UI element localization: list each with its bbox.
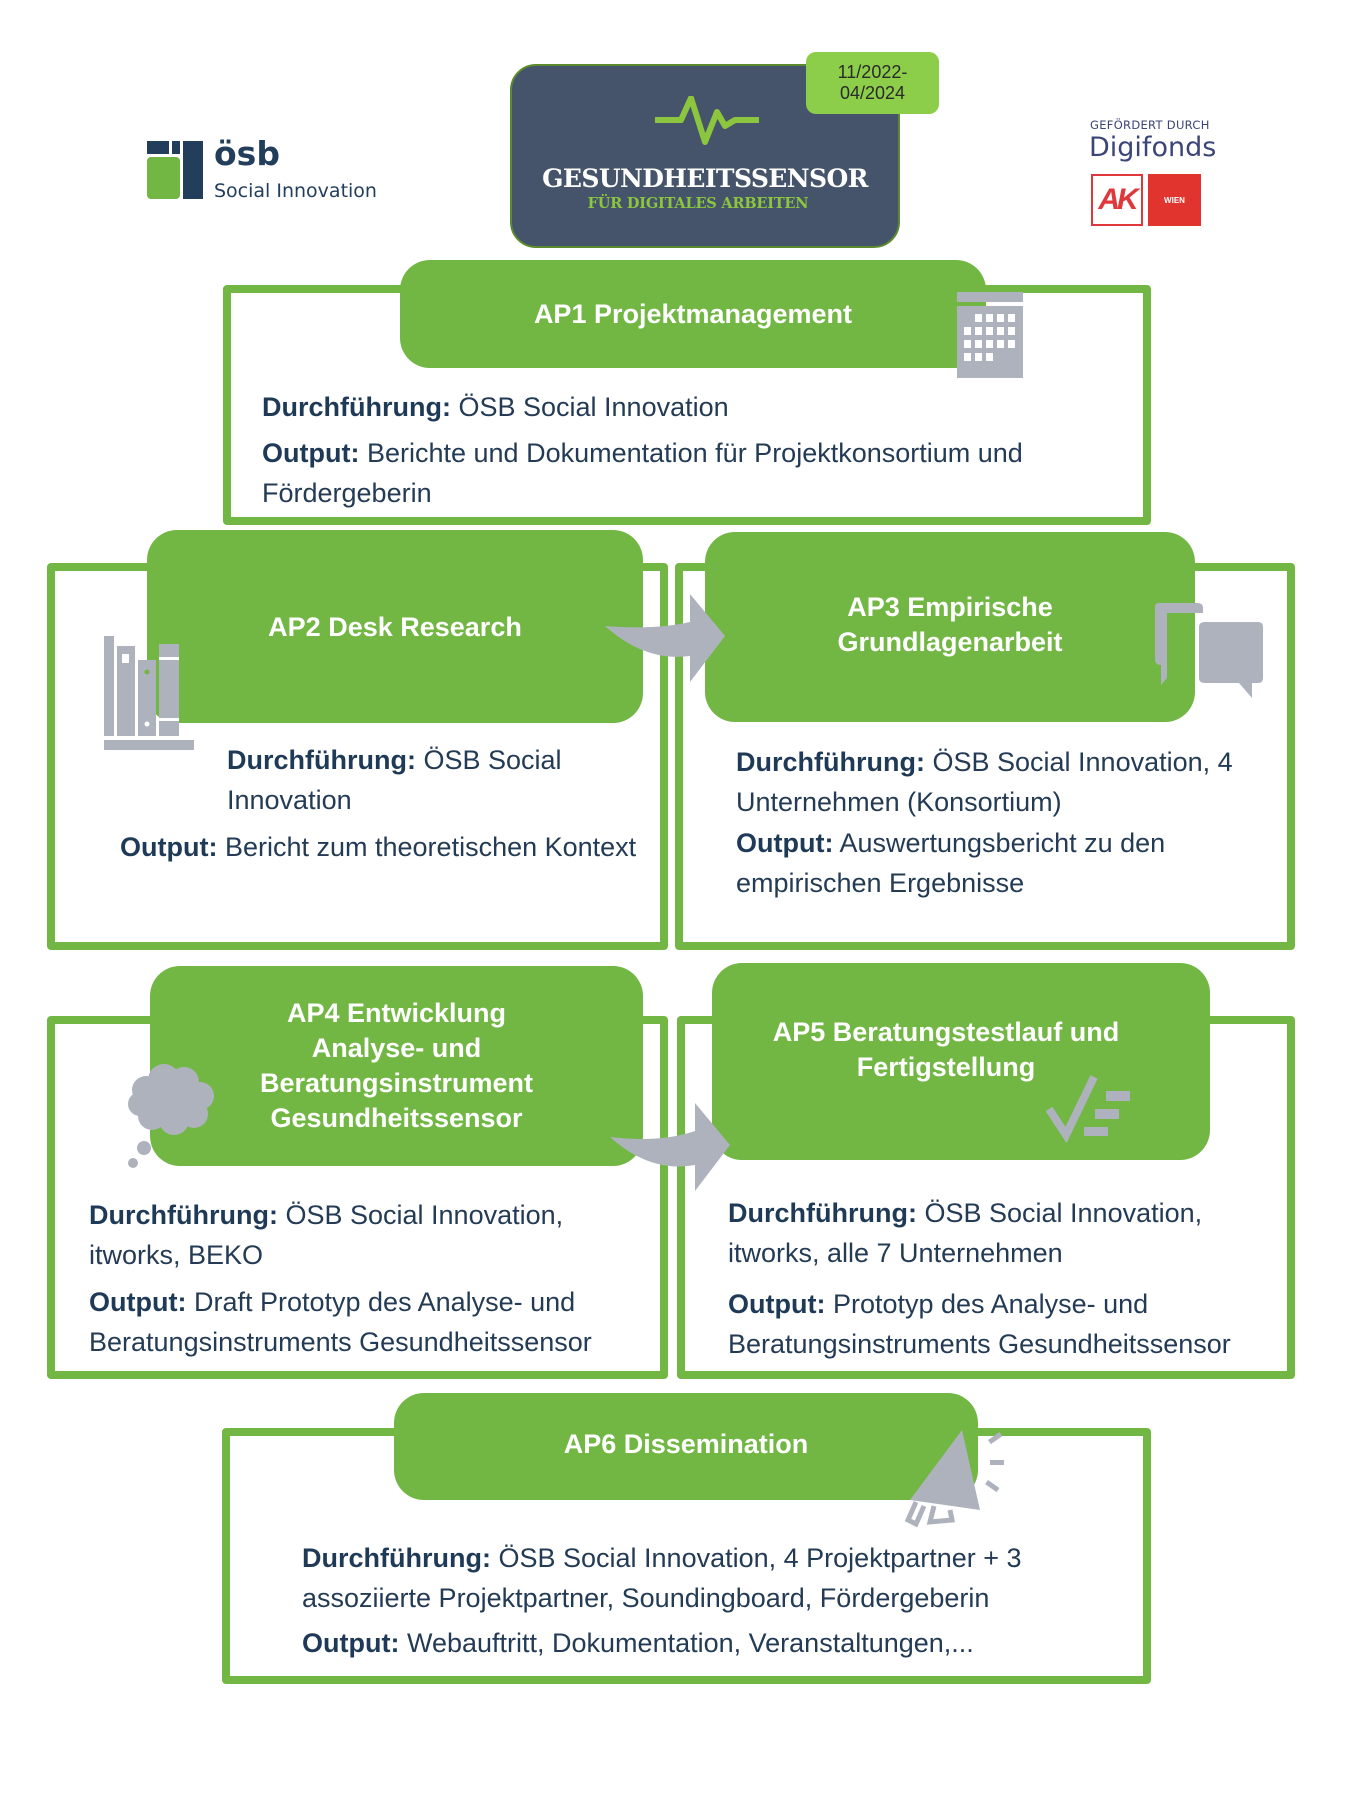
ap4-title-line3: Beratungsinstrument bbox=[259, 1068, 534, 1098]
ap1-output-label: Output: bbox=[262, 438, 360, 468]
ap2-durchfuehrung-value: ÖSB Social Innovation bbox=[227, 745, 562, 815]
ap1-durchfuehrung-label: Durchführung: bbox=[262, 392, 451, 422]
ap3-durchfuehrung-value: ÖSB Social Innovation, 4 Unternehmen (Ko… bbox=[736, 747, 1233, 817]
ap2-durchfuehrung-label: Durchführung: bbox=[227, 745, 416, 775]
wien-logo: WIEN bbox=[1148, 174, 1201, 226]
ap3-title-line2: Grundlagenarbeit bbox=[837, 627, 1063, 657]
ap2-output: Output: Bericht zum theoretischen Kontex… bbox=[120, 827, 640, 867]
ap1-durchfuehrung-value: ÖSB Social Innovation bbox=[458, 392, 729, 422]
chat-bubbles-icon bbox=[1155, 603, 1263, 698]
ap2-output-label: Output: bbox=[120, 832, 218, 862]
ap4-header: AP4 Entwicklung Analyse- und Beratungsin… bbox=[150, 966, 643, 1166]
ap6-header: AP6 Dissemination bbox=[394, 1393, 978, 1500]
checklist-icon bbox=[1046, 1075, 1130, 1143]
ap2-title: AP2 Desk Research bbox=[268, 612, 522, 642]
osb-logo-subtitle: Social Innovation bbox=[214, 180, 377, 202]
ap4-durchfuehrung-label: Durchführung: bbox=[89, 1200, 278, 1230]
ap4-title-line2: Analyse- und bbox=[311, 1033, 482, 1063]
ap1-title: AP1 Projektmanagement bbox=[533, 298, 853, 329]
flow-arrow-ap4-ap5-icon bbox=[610, 1103, 730, 1191]
project-title: GESUNDHEITSSENSOR bbox=[542, 164, 868, 193]
ap6-output: Output: Webauftritt, Dokumentation, Vera… bbox=[302, 1623, 1122, 1663]
ap2-output-value: Bericht zum theoretischen Kontext bbox=[224, 832, 637, 862]
ap3-durchfuehrung-label: Durchführung: bbox=[736, 747, 925, 777]
ap5-header: AP5 Beratungstestlauf und Fertigstellung bbox=[712, 963, 1210, 1160]
ap3-output: Output: Auswertungsbericht zu den empiri… bbox=[736, 823, 1256, 903]
heartbeat-pulse-icon bbox=[655, 96, 759, 145]
ap5-durchfuehrung-label: Durchführung: bbox=[728, 1198, 917, 1228]
project-subtitle: FÜR DIGITALES ARBEITEN bbox=[587, 195, 809, 212]
ap1-output: Output: Berichte und Dokumentation für P… bbox=[262, 433, 1122, 513]
ap6-durchfuehrung: Durchführung: ÖSB Social Innovation, 4 P… bbox=[302, 1538, 1122, 1618]
ap4-output-label: Output: bbox=[89, 1287, 187, 1317]
date-end: 04/2024 bbox=[839, 83, 906, 103]
ap4-durchfuehrung: Durchführung: ÖSB Social Innovation, itw… bbox=[89, 1195, 649, 1275]
project-date-badge: 11/2022- 04/2024 bbox=[806, 52, 939, 114]
ap5-output: Output: Prototyp des Analyse- und Beratu… bbox=[728, 1284, 1303, 1364]
ap3-output-value: Auswertungsbericht zu den empirischen Er… bbox=[736, 828, 1166, 898]
wien-logo-text: WIEN bbox=[1164, 195, 1185, 205]
ap6-output-label: Output: bbox=[302, 1628, 400, 1658]
ap4-title-line1: AP4 Entwicklung bbox=[286, 998, 507, 1028]
ap4-output-value: Draft Prototyp des Analyse- und Beratung… bbox=[89, 1287, 592, 1357]
ap5-title-line1: AP5 Beratungstestlauf und bbox=[772, 1017, 1120, 1047]
osb-logo-mark-icon bbox=[147, 141, 203, 199]
ap2-header: AP2 Desk Research bbox=[147, 530, 643, 723]
osb-logo-name: ösb bbox=[214, 134, 280, 173]
ap5-durchfuehrung: Durchführung: ÖSB Social Innovation, itw… bbox=[728, 1193, 1288, 1273]
ap4-title-line4: Gesundheitssensor bbox=[270, 1103, 523, 1133]
ap4-durchfuehrung-value: ÖSB Social Innovation, itworks, BEKO bbox=[89, 1200, 564, 1270]
ap6-output-value: Webauftritt, Dokumentation, Veranstaltun… bbox=[406, 1628, 974, 1658]
ap6-title: AP6 Dissemination bbox=[563, 1429, 809, 1459]
ap4-output: Output: Draft Prototyp des Analyse- und … bbox=[89, 1282, 664, 1362]
flow-arrow-ap2-ap3-icon bbox=[605, 594, 725, 682]
thought-cloud-icon bbox=[128, 1064, 214, 1168]
ak-logo-text: AK bbox=[1098, 183, 1138, 216]
ap5-durchfuehrung-value: ÖSB Social Innovation, itworks, alle 7 U… bbox=[728, 1198, 1203, 1268]
ap6-durchfuehrung-label: Durchführung: bbox=[302, 1543, 491, 1573]
ap3-durchfuehrung: Durchführung: ÖSB Social Innovation, 4 U… bbox=[736, 742, 1276, 822]
funder-name: Digifonds bbox=[1089, 132, 1217, 163]
megaphone-icon bbox=[904, 1430, 1004, 1528]
ap2-durchfuehrung: Durchführung: ÖSB Social Innovation bbox=[227, 740, 647, 820]
ap3-output-label: Output: bbox=[736, 828, 834, 858]
ap5-output-label: Output: bbox=[728, 1289, 826, 1319]
ap1-output-value: Berichte und Dokumentation für Projektko… bbox=[262, 438, 1023, 508]
ak-logo: AK bbox=[1091, 174, 1143, 226]
ap1-durchfuehrung: Durchführung: ÖSB Social Innovation bbox=[262, 387, 1102, 427]
books-icon bbox=[104, 636, 194, 750]
date-start: 11/2022- bbox=[837, 62, 908, 82]
ap5-output-value: Prototyp des Analyse- und Beratungsinstr… bbox=[728, 1289, 1231, 1359]
ap6-durchfuehrung-value: ÖSB Social Innovation, 4 Projektpartner … bbox=[302, 1543, 1022, 1613]
funder-label: GEFÖRDERT DURCH bbox=[1090, 118, 1210, 132]
ap3-title-line1: AP3 Empirische bbox=[847, 592, 1053, 622]
ap1-header: AP1 Projektmanagement bbox=[400, 260, 986, 368]
ap3-header: AP3 Empirische Grundlagenarbeit bbox=[705, 532, 1195, 722]
ap5-title-line2: Fertigstellung bbox=[856, 1052, 1036, 1082]
building-icon bbox=[957, 292, 1023, 378]
